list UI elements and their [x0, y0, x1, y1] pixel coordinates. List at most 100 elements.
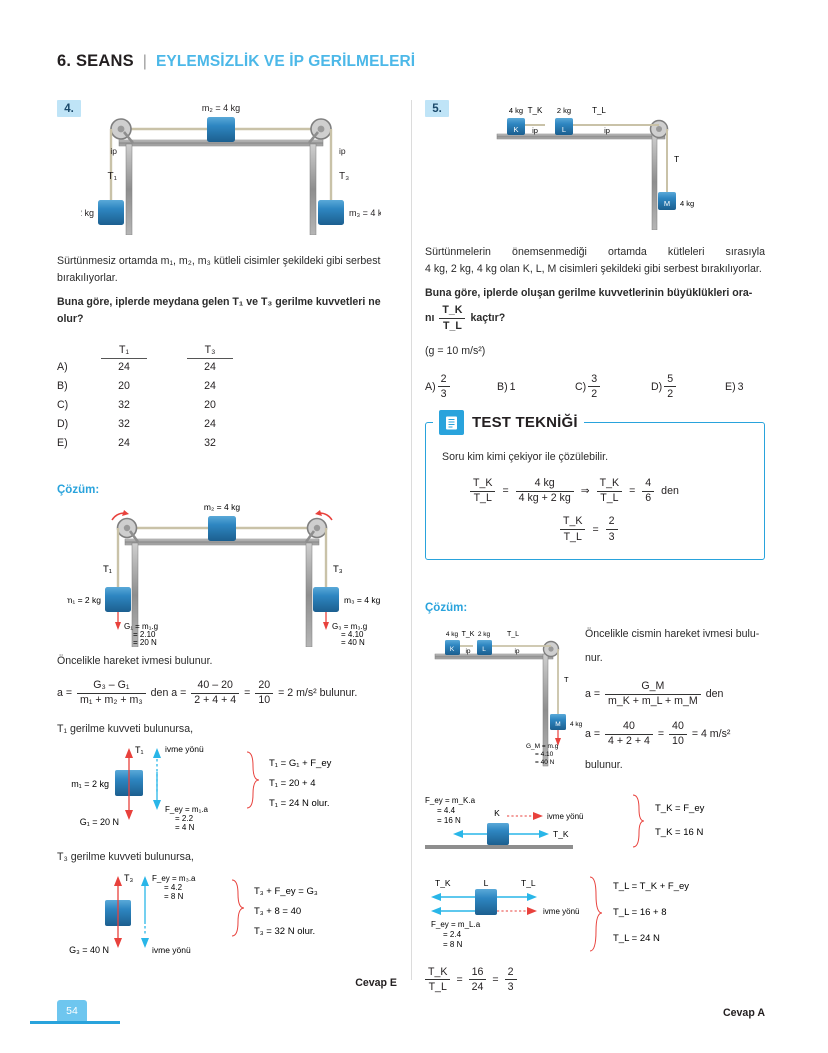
figure-label-M-mass: 4 kg — [680, 199, 694, 208]
right-column: 5. K L M — [425, 100, 765, 1019]
k-eq-1: T_K = F_ey — [655, 803, 705, 814]
k-tension-label: T_K — [553, 829, 569, 839]
figure-label-L-mass: 2 kg — [557, 106, 571, 115]
t3-ivme-label: ivme yönü — [152, 945, 191, 955]
t3-eq-1: T₃ + F_ey = G₃ — [254, 886, 318, 897]
accel-f1-den: m₁ + m₂ + m₃ — [80, 694, 143, 707]
fraction-bar — [588, 386, 601, 388]
q5-eq2-eq: = — [657, 728, 665, 741]
test-teknigi-line-2: T_K T_L = 2 3 — [560, 516, 748, 542]
question-5-answer: Cevap A — [723, 1006, 765, 1019]
figure-label-ip-2: ip — [604, 126, 610, 135]
figure-label-T3: T₃ — [339, 171, 349, 182]
l-eq-3: T_L = 24 N — [613, 933, 660, 944]
option-row-e[interactable]: E) 24 32 — [57, 433, 255, 452]
solution-label-ip-1: ip — [465, 648, 470, 655]
solution-label-T: T — [564, 675, 569, 684]
page-header: 6. SEANS | EYLEMSİZLİK VE İP GERİLMELERİ — [57, 52, 415, 71]
acceleration-equation: a = G₃ – G₁ m₁ + m₂ + m₃ den a = 40 – 20… — [57, 680, 397, 706]
option-d[interactable]: D) 5 2 — [651, 373, 725, 400]
option-c[interactable]: C) 3 2 — [575, 373, 651, 400]
tt2-eq: = — [592, 523, 599, 536]
solution-label-L-mass: 2 kg — [478, 631, 491, 638]
tt2-lhs-den: T_L — [563, 530, 582, 543]
t1-ivme-label: ivme yönü — [165, 744, 204, 754]
block-label-M: M — [664, 199, 670, 208]
option-letter-a: A) — [57, 360, 68, 373]
q5-accel-equation-2: a = 40 4 + 2 + 4 = 40 10 = 4 m/s² — [585, 721, 765, 747]
option-row-d[interactable]: D) 32 24 — [57, 414, 255, 433]
tt1-r2-den: T_L — [600, 492, 619, 505]
accel-den-word: den a = — [150, 687, 187, 700]
document-lines-icon — [439, 410, 464, 436]
figure-label-K-mass: 4 kg — [509, 106, 523, 115]
q5-eq2-f2-den: 10 — [672, 735, 684, 748]
option-e-t3: 32 — [204, 436, 216, 449]
solution-figure-label-T1: T₁ — [103, 564, 112, 575]
option-row-c[interactable]: C) 32 20 — [57, 395, 255, 414]
option-letter-c: C) — [57, 398, 69, 411]
t1-fey-line-3: = 4 N — [175, 823, 195, 832]
accel-result: = 2 m/s² bulunur. — [278, 687, 358, 700]
option-a[interactable]: A) 2 3 — [425, 373, 497, 400]
q5-frac-num: T_K — [442, 304, 463, 317]
q5-eq1-den: m_K + m_L + m_M — [608, 695, 698, 708]
fraction-bar — [664, 386, 677, 388]
solution-block-label-M: M — [555, 721, 560, 728]
option-letter-e: E) — [57, 436, 68, 449]
t1-free-body-diagram: T₁ ivme yönü m₁ = 2 kg G₁ = 20 N F_ey = … — [71, 744, 331, 832]
page-number: 54 — [57, 1000, 87, 1021]
question-5-figure: K L M 4 kg 2 kg 4 kg T_K T_L ip ip T — [496, 106, 694, 230]
q5-eq1-a: a = — [585, 688, 601, 701]
left-column: 4. — [57, 100, 397, 989]
options-header-row: T₁ T₃ — [57, 341, 255, 360]
k-fey-line-1: F_ey = m_K.a — [425, 796, 476, 805]
fraction-bar — [191, 692, 240, 694]
solution-label-ip-2: ip — [514, 648, 519, 655]
fraction-bar — [515, 490, 574, 492]
option-a-t3: 24 — [204, 360, 216, 373]
g1-line-3: = 20 N — [133, 638, 157, 647]
option-e-t1: 24 — [118, 436, 130, 449]
l-left-label: T_K — [435, 878, 451, 888]
question-5-prompt: Sürtünmelerin önemsenmediği ortamda kütl… — [425, 244, 765, 278]
t1-tension-label: T₁ — [135, 745, 144, 755]
t1-eq-2: T₁ = 20 + 4 — [269, 778, 316, 789]
option-b-t1: 20 — [118, 379, 130, 392]
fraction-bar — [605, 733, 653, 735]
t3-fey-line-3: = 8 N — [164, 892, 184, 901]
q5-eq2-a: a = — [585, 728, 601, 741]
solution-label-TL: T_L — [507, 631, 519, 638]
t3-fey-line-1: F_ey = m₃.a — [152, 874, 196, 883]
ratio-r-den: 3 — [507, 980, 514, 993]
option-row-b[interactable]: B) 20 24 — [57, 376, 255, 395]
option-b[interactable]: B) 1 — [497, 381, 575, 393]
option-b-t3: 24 — [204, 379, 216, 392]
header-separator: | — [142, 53, 147, 70]
tt1-r3-den: 6 — [645, 492, 652, 505]
question-5-number: 5. — [425, 100, 449, 117]
option-row-a[interactable]: A) 24 24 — [57, 357, 255, 376]
solution-figure-label-T3: T₃ — [333, 564, 343, 575]
t3-free-body-diagram: T₃ F_ey = m₃.a = 4.2 = 8 N G₃ = 40 N ivm… — [69, 873, 318, 955]
q5-eq1-den-word: den — [705, 688, 724, 701]
option-b-value: 1 — [509, 380, 516, 393]
question-5-question-line-2: nı T_K T_L kaçtır? — [425, 305, 765, 331]
final-ratio-equation: T_K T_L = 16 24 = 2 3 — [425, 965, 765, 993]
option-e[interactable]: E) 3 — [725, 381, 744, 393]
solution-label-TK: T_K — [462, 631, 475, 638]
solution-figure-label-m3: m₃ = 4 kg — [344, 595, 381, 605]
t1-mass-label: m₁ = 2 kg — [71, 779, 109, 789]
session-label: 6. SEANS — [57, 52, 134, 70]
option-d-t1: 32 — [118, 417, 130, 430]
option-c-t3: 20 — [204, 398, 216, 411]
tt1-den-word: den — [661, 485, 679, 498]
ratio-eq-2: = — [492, 973, 499, 986]
test-teknigi-title: TEST TEKNİĞİ — [472, 414, 578, 432]
question-5-solution-label: Çözüm: — [425, 601, 468, 614]
ratio-lhs-num: T_K — [428, 965, 448, 978]
t1-fey-line-1: F_ey = m₁.a — [165, 805, 208, 814]
question-4-solution-figure: m₂ = 4 kg T₁ T₃ m₁ = 2 kg m₃ = 4 kg G₁ =… — [67, 502, 381, 648]
figure-label-m1: m₁ = 2 kg — [81, 208, 94, 218]
figure-label-ip-1: ip — [532, 126, 538, 135]
